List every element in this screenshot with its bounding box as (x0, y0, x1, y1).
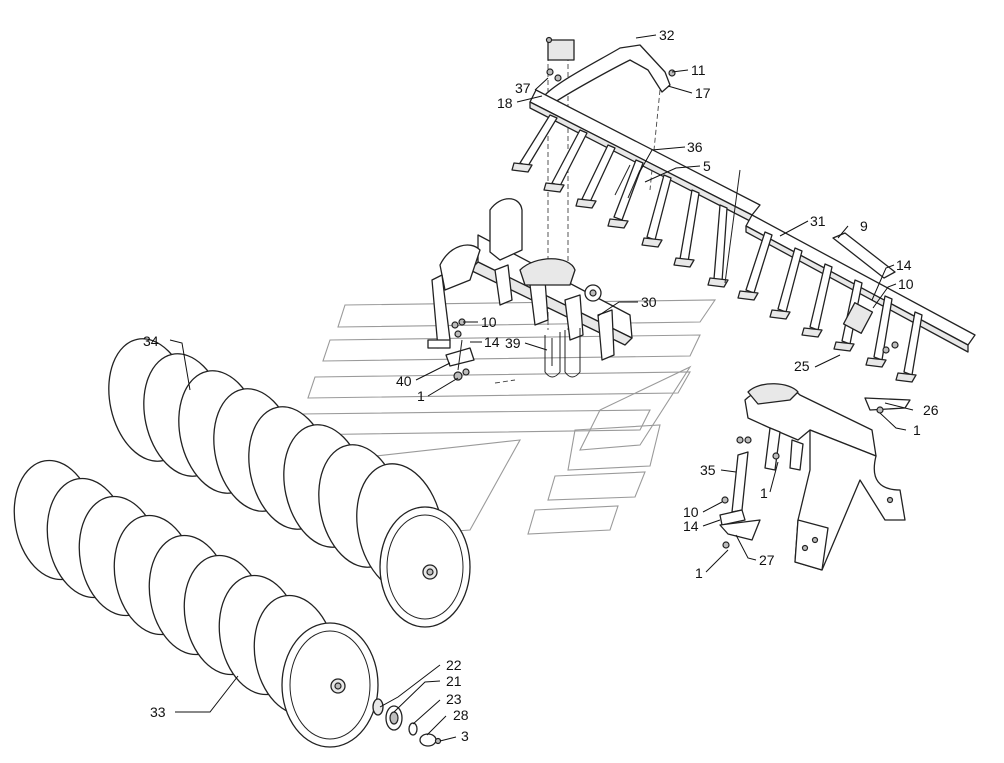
roller-front (13, 459, 379, 748)
callout-9: 9 (860, 218, 868, 234)
callout-1-right: 1 (913, 422, 921, 438)
callout-36: 36 (687, 139, 703, 155)
right-bracket (719, 341, 911, 571)
callout-14-bracket: 14 (683, 518, 699, 534)
callout-5: 5 (703, 158, 711, 174)
roller-back (108, 338, 471, 628)
callout-34: 34 (143, 333, 159, 349)
callout-10-right: 10 (898, 276, 914, 292)
callout-18: 18 (497, 95, 513, 111)
harrow-bar-upper (511, 89, 761, 288)
callout-22: 22 (446, 657, 462, 673)
callout-21: 21 (446, 673, 462, 689)
harrow-bar-right (737, 214, 976, 383)
center-bracket (427, 198, 633, 361)
callout-14-left: 14 (484, 334, 500, 350)
callout-26: 26 (923, 402, 939, 418)
hub-parts (372, 698, 442, 747)
u-bolt (544, 328, 581, 378)
callout-40: 40 (396, 373, 412, 389)
callout-31: 31 (810, 213, 826, 229)
callout-33: 33 (150, 704, 166, 720)
callout-25: 25 (794, 358, 810, 374)
callout-37: 37 (515, 80, 531, 96)
callout-3: 3 (461, 728, 469, 744)
callout-1-bottom: 1 (695, 565, 703, 581)
callout-11: 11 (691, 62, 706, 78)
callout-39: 39 (505, 335, 521, 351)
top-bracket-arch (544, 36, 676, 105)
left-fasteners (445, 318, 475, 381)
callout-14-right: 14 (896, 257, 912, 273)
callout-17: 17 (695, 85, 711, 101)
callout-10-left: 10 (481, 314, 497, 330)
callout-27: 27 (759, 552, 775, 568)
callout-1-left: 1 (417, 388, 425, 404)
callout-28: 28 (453, 707, 469, 723)
callout-1-bracket: 1 (760, 485, 768, 501)
callout-10-bracket: 10 (683, 504, 699, 520)
callout-35: 35 (700, 462, 716, 478)
callout-30: 30 (641, 294, 657, 310)
callout-32: 32 (659, 27, 675, 43)
leader-lines (169, 34, 914, 742)
callout-labels: 32 11 37 17 18 36 5 31 9 14 10 30 10 14 … (143, 27, 939, 744)
callout-23: 23 (446, 691, 462, 707)
